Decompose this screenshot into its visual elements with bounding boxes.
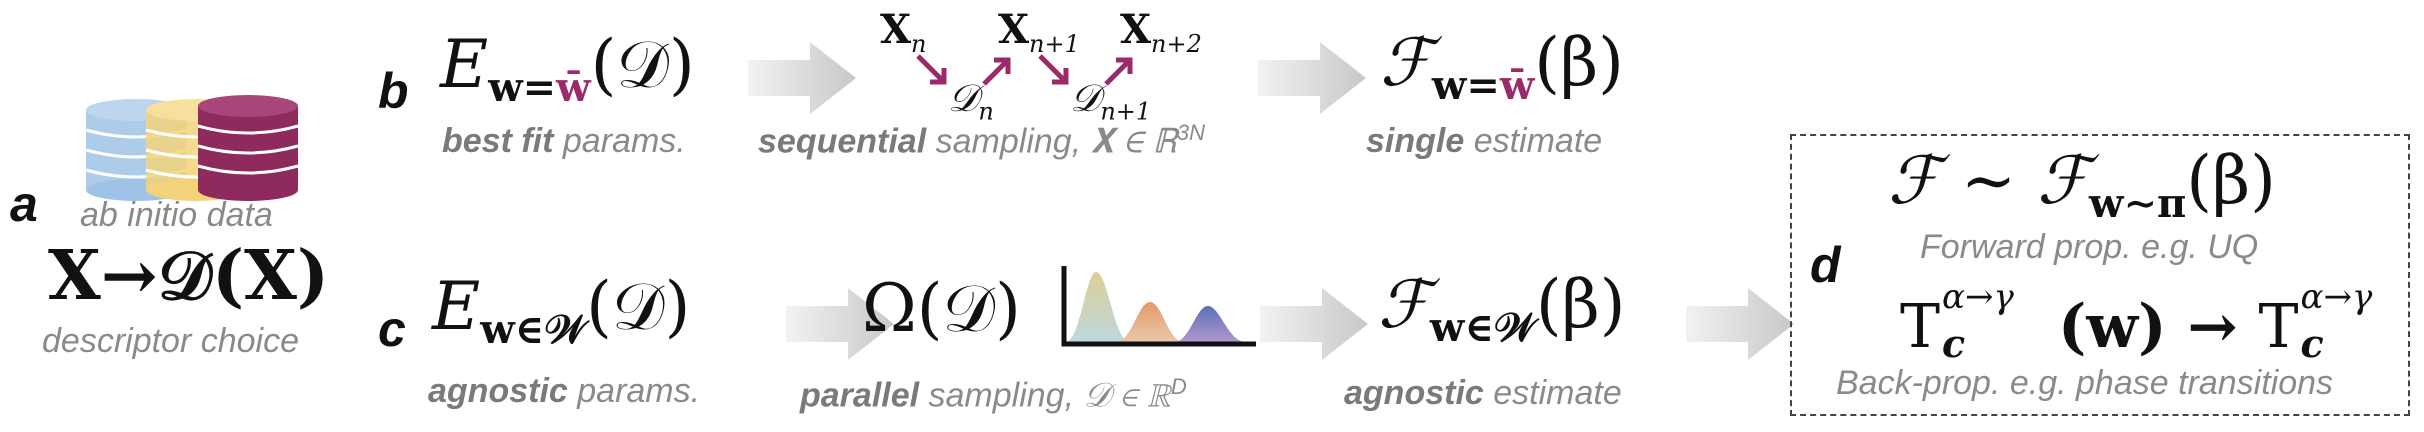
sequential-sampling-caption: sequential sampling, 𝐗 ∈ ℝ3N (758, 120, 1205, 161)
panel-a-letter: a (10, 176, 38, 232)
database-purple-icon (197, 95, 299, 201)
panel-d-letter: d (1810, 237, 1841, 293)
database-stack-icon (82, 92, 302, 207)
panel-c-letter: c (378, 301, 406, 357)
descriptor-equation: X→𝒟(X) (48, 236, 330, 316)
single-estimate-equation: ℱw=w̄(β) (1380, 24, 1624, 109)
descriptor-choice-caption: descriptor choice (42, 322, 300, 360)
arrow-right-icon (1686, 284, 1796, 364)
arrow-right-icon (748, 38, 858, 118)
arrow-right-icon (1260, 284, 1370, 364)
agnostic-estimate-caption: agnostic estimate (1344, 374, 1622, 412)
back-prop-caption: Back-prop. e.g. phase transitions (1836, 364, 2334, 402)
best-fit-caption: best fit params. (442, 122, 686, 160)
chain-node-x-n2: Xn+2 (1120, 6, 1202, 58)
best-fit-energy-equation: Ew=w̄(𝒟) (440, 26, 695, 111)
arrow-right-icon (786, 284, 896, 364)
sequential-chain: Xn Xn+1 Xn+2 𝒟n 𝒟n+1 (880, 6, 1220, 126)
forward-prop-equation: ℱ ∼ ℱw∼π(β) (1888, 142, 2276, 227)
chain-arrows-icon (916, 54, 1133, 86)
distribution-peaks-icon (1060, 262, 1260, 355)
forward-prop-caption: Forward prop. e.g. UQ (1920, 228, 2259, 266)
chain-node-d-n1: 𝒟n+1 (1070, 76, 1152, 126)
agnostic-energy-equation: Ew∈𝒲(𝒟) (432, 268, 691, 353)
chain-node-d-n: 𝒟n (948, 76, 994, 126)
ab-initio-caption: ab initio data (80, 196, 273, 234)
agnostic-params-caption: agnostic params. (428, 372, 701, 410)
agnostic-estimate-equation: ℱw∈𝒲(β) (1378, 266, 1626, 351)
arrow-right-icon (1258, 38, 1368, 118)
omega-equation: Ω(𝒟) (862, 270, 1021, 347)
chain-node-x-n1: Xn+1 (998, 6, 1080, 58)
parallel-sampling-caption: parallel sampling, 𝒟 ∈ ℝD (800, 374, 1187, 415)
single-estimate-caption: single estimate (1366, 122, 1603, 160)
panel-d-box (1790, 134, 2410, 416)
panel-b-letter: b (378, 63, 409, 119)
chain-node-x-n: Xn (880, 6, 927, 58)
